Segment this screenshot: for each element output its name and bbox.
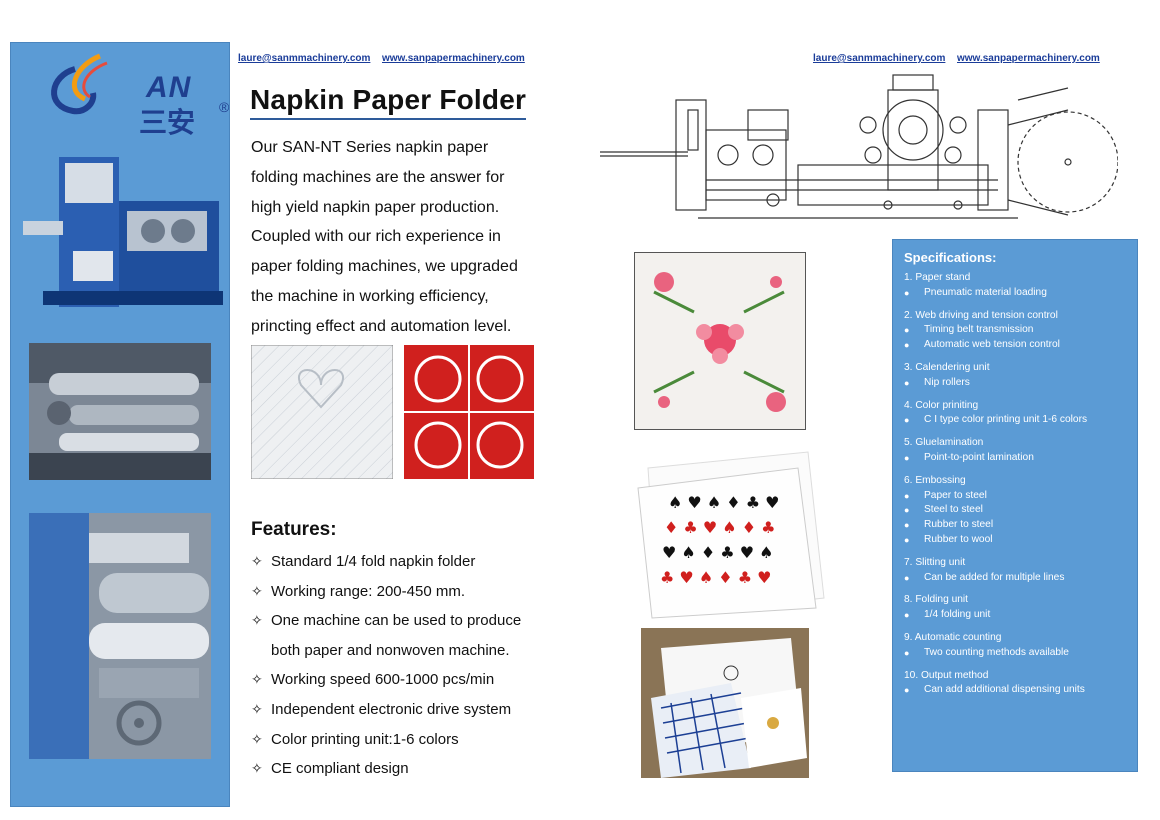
spec-item: ●Pneumatic material loading — [904, 286, 1137, 301]
features-list: ✧Standard 1/4 fold napkin folder ✧Workin… — [251, 547, 521, 784]
star-bullet-icon: ✧ — [251, 582, 263, 599]
dot-bullet-icon: ● — [904, 377, 910, 388]
feature-item: ✧Standard 1/4 fold napkin folder — [251, 547, 521, 577]
specifications-heading: Specifications: — [904, 250, 997, 265]
intro-line: Our SAN-NT Series napkin paper — [251, 139, 489, 156]
embossed-white-napkin-photo — [250, 344, 394, 480]
feature-item: ✧CE compliant design — [251, 754, 521, 784]
page-title: Napkin Paper Folder — [250, 84, 527, 120]
spec-item: ●Point-to-point lamination — [904, 451, 1137, 466]
dot-bullet-icon: ● — [904, 325, 910, 336]
spec-item: ●Steel to steel — [904, 503, 1137, 518]
spec-group: 5. Gluelamination ●Point-to-point lamina… — [904, 436, 1137, 466]
spec-title: 9. Automatic counting — [904, 631, 1002, 643]
dot-bullet-icon: ● — [904, 572, 910, 583]
spec-item: ●1/4 folding unit — [904, 608, 1137, 623]
intro-line: high yield napkin paper production. — [251, 198, 500, 216]
spec-group: 10. Output method ●Can add additional di… — [904, 669, 1137, 699]
svg-text:♦ ♣ ♥ ♠ ♦ ♣: ♦ ♣ ♥ ♠ ♦ ♣ — [664, 518, 776, 537]
spec-item: ●Automatic web tension control — [904, 338, 1137, 353]
dot-bullet-icon: ● — [904, 340, 910, 351]
spec-title: 2. Web driving and tension control — [904, 309, 1058, 321]
spec-title: 6. Embossing — [904, 474, 966, 486]
star-bullet-icon: ✧ — [251, 730, 263, 747]
dot-bullet-icon: ● — [904, 534, 910, 545]
spec-group: 3. Calendering unit ●Nip rollers — [904, 361, 1137, 391]
feature-item: ✧Independent electronic drive system — [251, 695, 521, 725]
dot-bullet-icon: ● — [904, 287, 910, 298]
playing-card-printed-napkin-photo: ♠ ♥ ♠ ♦ ♣ ♥ ♦ ♣ ♥ ♠ ♦ ♣ ♥ ♠ ♦ ♣ ♥ ♠ ♣ ♥ … — [628, 448, 826, 620]
machine-rollers-photo — [29, 343, 211, 480]
star-bullet-icon: ✧ — [251, 612, 263, 629]
star-bullet-icon: ✧ — [251, 760, 263, 777]
intro-line: the machine in working efficiency, — [251, 287, 489, 305]
spec-group: 4. Color priniting ●C I type color print… — [904, 399, 1137, 429]
machine-line-drawing — [598, 70, 1119, 240]
spec-item: ●Rubber to steel — [904, 518, 1137, 533]
feature-item: ✧One machine can be used to produce — [251, 606, 521, 636]
spec-title: 5. Gluelamination — [904, 437, 984, 449]
left-sidebar-panel: AN 三安 ® — [10, 42, 230, 807]
dot-bullet-icon: ● — [904, 685, 910, 696]
spec-group: 6. Embossing ●Paper to steel ●Steel to s… — [904, 474, 1137, 548]
spec-group: 2. Web driving and tension control ●Timi… — [904, 309, 1137, 353]
feature-item: ✧Working range: 200-450 mm. — [251, 577, 521, 607]
intro-line: folding machines are the answer for — [251, 168, 505, 186]
dot-bullet-icon: ● — [904, 490, 910, 501]
star-bullet-icon: ✧ — [251, 700, 263, 717]
spec-group: 7. Slitting unit ●Can be added for multi… — [904, 556, 1137, 586]
spec-title: 4. Color priniting — [904, 399, 979, 411]
spec-item: ●Can be added for multiple lines — [904, 571, 1137, 586]
spec-item: ●C I type color printing unit 1-6 colors — [904, 413, 1137, 428]
spec-group: 8. Folding unit ●1/4 folding unit — [904, 593, 1137, 623]
intro-line: princting effect and automation level. — [251, 317, 512, 335]
logo-swoosh-icon — [51, 53, 108, 115]
company-logo: AN 三安 ® — [51, 53, 229, 138]
email-link-left[interactable]: laure@sanmmachinery.com — [238, 53, 371, 64]
website-link-right[interactable]: www.sanpapermachinery.com — [957, 53, 1100, 64]
email-link-right[interactable]: laure@sanmmachinery.com — [813, 53, 946, 64]
dot-bullet-icon: ● — [904, 505, 910, 516]
feature-item: ✧Color printing unit:1-6 colors — [251, 725, 521, 755]
spec-item: ●Paper to steel — [904, 489, 1137, 504]
star-bullet-icon: ✧ — [251, 553, 263, 569]
spec-item: ●Rubber to wool — [904, 533, 1137, 548]
spec-title: 10. Output method — [904, 669, 989, 681]
spec-title: 1. Paper stand — [904, 272, 971, 283]
svg-text:♣ ♥ ♠ ♦ ♣ ♥: ♣ ♥ ♠ ♦ ♣ ♥ — [660, 568, 772, 587]
dot-bullet-icon: ● — [904, 610, 910, 621]
spec-title: 7. Slitting unit — [904, 556, 966, 568]
spec-item: ●Nip rollers — [904, 376, 1137, 391]
svg-text:♥ ♠ ♦ ♣ ♥ ♠: ♥ ♠ ♦ ♣ ♥ ♠ — [662, 543, 774, 562]
star-bullet-icon: ✧ — [251, 671, 263, 688]
feature-item-continuation: both paper and nonwoven machine. — [271, 641, 510, 659]
intro-line: paper folding machines, we upgraded — [251, 258, 518, 276]
dot-bullet-icon: ● — [904, 452, 910, 463]
intro-line: Coupled with our rich experience in — [251, 228, 501, 246]
logo-printed-napkins-photo — [641, 628, 809, 778]
dot-bullet-icon: ● — [904, 415, 910, 426]
features-heading: Features: — [251, 519, 337, 540]
machine-embossing-unit-photo — [29, 513, 211, 759]
feature-item: ✧Working speed 600-1000 pcs/min — [251, 665, 521, 695]
dot-bullet-icon: ● — [904, 520, 910, 531]
spec-title: 3. Calendering unit — [904, 361, 990, 373]
napkin-folder-machine-photo — [23, 151, 228, 321]
logo-letters: AN — [146, 71, 192, 104]
spec-group: 1. Paper stand ●Pneumatic material loadi… — [904, 271, 1137, 301]
floral-printed-napkin-photo — [633, 251, 807, 431]
dot-bullet-icon: ● — [904, 647, 910, 658]
spec-group: 9. Automatic counting ●Two counting meth… — [904, 631, 1137, 661]
red-printed-napkin-photo — [404, 345, 534, 479]
specifications-panel: Specifications: 1. Paper stand ●Pneumati… — [892, 239, 1138, 772]
intro-paragraph: Our SAN-NT Series napkin paper folding m… — [251, 133, 551, 342]
logo-chinese: 三安 — [139, 107, 196, 138]
spec-item: ●Timing belt transmission — [904, 323, 1137, 338]
registered-mark: ® — [219, 99, 230, 115]
spec-item: ●Can add additional dispensing units — [904, 683, 1137, 698]
spec-item: ●Two counting methods available — [904, 646, 1137, 661]
website-link-left[interactable]: www.sanpapermachinery.com — [382, 53, 525, 64]
svg-text:♠ ♥ ♠ ♦ ♣ ♥: ♠ ♥ ♠ ♦ ♣ ♥ — [668, 493, 780, 512]
spec-title: 8. Folding unit — [904, 594, 968, 606]
